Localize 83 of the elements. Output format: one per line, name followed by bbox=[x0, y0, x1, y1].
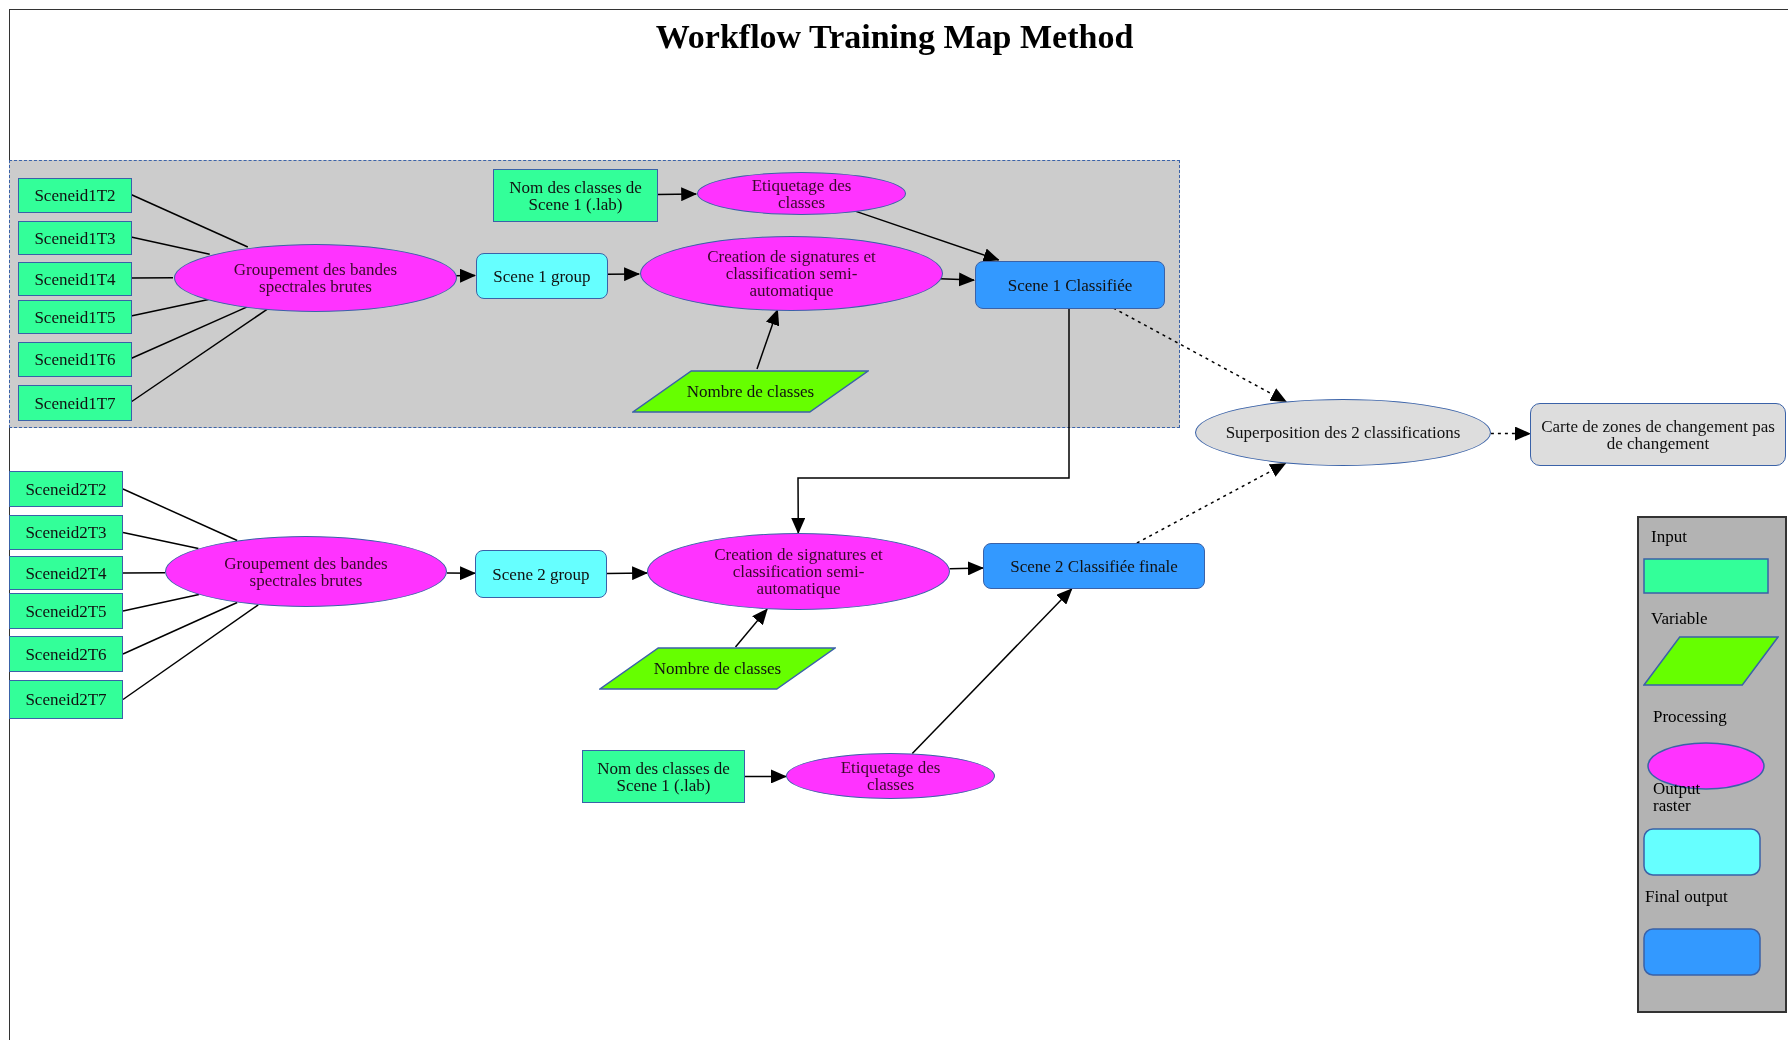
connector-line bbox=[130, 236, 211, 255]
group-box bbox=[9, 160, 1180, 428]
connector-line bbox=[122, 604, 259, 701]
arrow bbox=[756, 308, 780, 370]
variable-parallelogram bbox=[632, 370, 869, 413]
arrow bbox=[911, 588, 1073, 755]
output-raster-box bbox=[475, 550, 607, 598]
connector-line bbox=[130, 308, 269, 403]
node-label: Nombre de classes bbox=[686, 383, 815, 400]
input-box bbox=[9, 593, 123, 629]
node-label: Sceneid1T3 bbox=[34, 229, 116, 247]
node-label: Scene 2 Classifiée finale bbox=[1010, 557, 1178, 575]
input-box bbox=[9, 515, 123, 550]
input-box bbox=[9, 556, 123, 590]
node-label: Etiquetage des classes bbox=[839, 759, 942, 793]
input-box bbox=[582, 750, 745, 803]
legend-label: Final output bbox=[1645, 888, 1728, 905]
node-label: Sceneid2T4 bbox=[25, 564, 107, 582]
node-label: Sceneid1T5 bbox=[34, 308, 116, 326]
connector-line bbox=[130, 306, 248, 360]
dotted-arrow bbox=[1136, 462, 1287, 544]
node-label: Carte de zones de changement pas de changement bbox=[1540, 417, 1776, 452]
arrow bbox=[734, 608, 768, 648]
connector-line bbox=[122, 601, 238, 655]
arrow bbox=[606, 566, 649, 581]
node-label: Sceneid1T7 bbox=[34, 394, 116, 412]
input-box bbox=[18, 342, 132, 377]
input-box bbox=[9, 471, 123, 507]
input-box bbox=[9, 636, 123, 672]
node-label: Nom des classes de Scene 1 (.lab) bbox=[596, 759, 731, 794]
node-label: Nombre de classes bbox=[653, 660, 782, 677]
arrow bbox=[791, 307, 1070, 534]
node-label: Groupement des bandes spectrales brutes bbox=[232, 261, 399, 295]
final-output-box bbox=[975, 261, 1165, 309]
node-label: Sceneid1T2 bbox=[34, 187, 116, 204]
node-label: Etiquetage des classes bbox=[750, 176, 853, 211]
connector-line bbox=[122, 488, 238, 542]
node-label: Scene 1 group bbox=[493, 267, 591, 285]
node-label: Nom des classes de Scene 1 (.lab) bbox=[508, 178, 643, 213]
input-box bbox=[18, 385, 132, 421]
input-box bbox=[9, 680, 123, 719]
dotted-arrow bbox=[1112, 307, 1287, 403]
arrow bbox=[939, 272, 975, 287]
connector-line bbox=[122, 593, 200, 612]
result-box bbox=[1530, 403, 1786, 466]
variable-parallelogram bbox=[599, 647, 836, 690]
connector-line bbox=[130, 193, 249, 248]
diagram-title: Workflow Training Map Method bbox=[655, 18, 1134, 56]
input-box bbox=[18, 262, 132, 296]
arrow bbox=[656, 187, 698, 202]
connector-line bbox=[130, 277, 174, 279]
legend-label: Variable bbox=[1651, 610, 1708, 627]
node-label: Sceneid2T3 bbox=[25, 524, 107, 541]
legend-label: Input bbox=[1651, 528, 1687, 545]
node-label: Creation de signatures et classification semi-automatique bbox=[713, 546, 884, 597]
node-label: Creation de signatures et classification semi-automatique bbox=[706, 248, 877, 299]
arrow bbox=[744, 769, 787, 784]
input-box bbox=[18, 178, 132, 213]
arrow bbox=[455, 268, 476, 283]
dotted-arrow bbox=[1490, 426, 1531, 441]
node-label: Groupement des bandes spectrales brutes bbox=[223, 554, 389, 589]
arrow bbox=[948, 561, 984, 576]
node-label: Sceneid1T6 bbox=[34, 351, 116, 368]
node-label: Sceneid2T2 bbox=[25, 480, 107, 498]
node-label: Sceneid1T4 bbox=[34, 270, 116, 288]
node-label: Sceneid2T5 bbox=[25, 602, 107, 620]
final-output-box bbox=[983, 543, 1205, 589]
arrow bbox=[606, 267, 641, 282]
connector-line bbox=[122, 531, 200, 550]
connector-line bbox=[122, 571, 166, 574]
node-label: Sceneid2T7 bbox=[25, 691, 107, 708]
output-raster-box bbox=[476, 253, 608, 299]
arrow bbox=[446, 566, 476, 581]
node-label: Superposition des 2 classifications bbox=[1225, 424, 1461, 441]
input-box bbox=[18, 300, 132, 334]
input-box bbox=[493, 169, 658, 222]
node-label: Sceneid2T6 bbox=[25, 645, 107, 663]
input-box bbox=[18, 221, 132, 255]
node-label: Scene 1 Classifiée bbox=[1007, 276, 1133, 294]
legend-label: Processing bbox=[1653, 708, 1727, 725]
legend-label: Output raster bbox=[1653, 780, 1702, 814]
connector-line bbox=[130, 298, 210, 317]
node-label: Scene 2 group bbox=[492, 565, 590, 583]
